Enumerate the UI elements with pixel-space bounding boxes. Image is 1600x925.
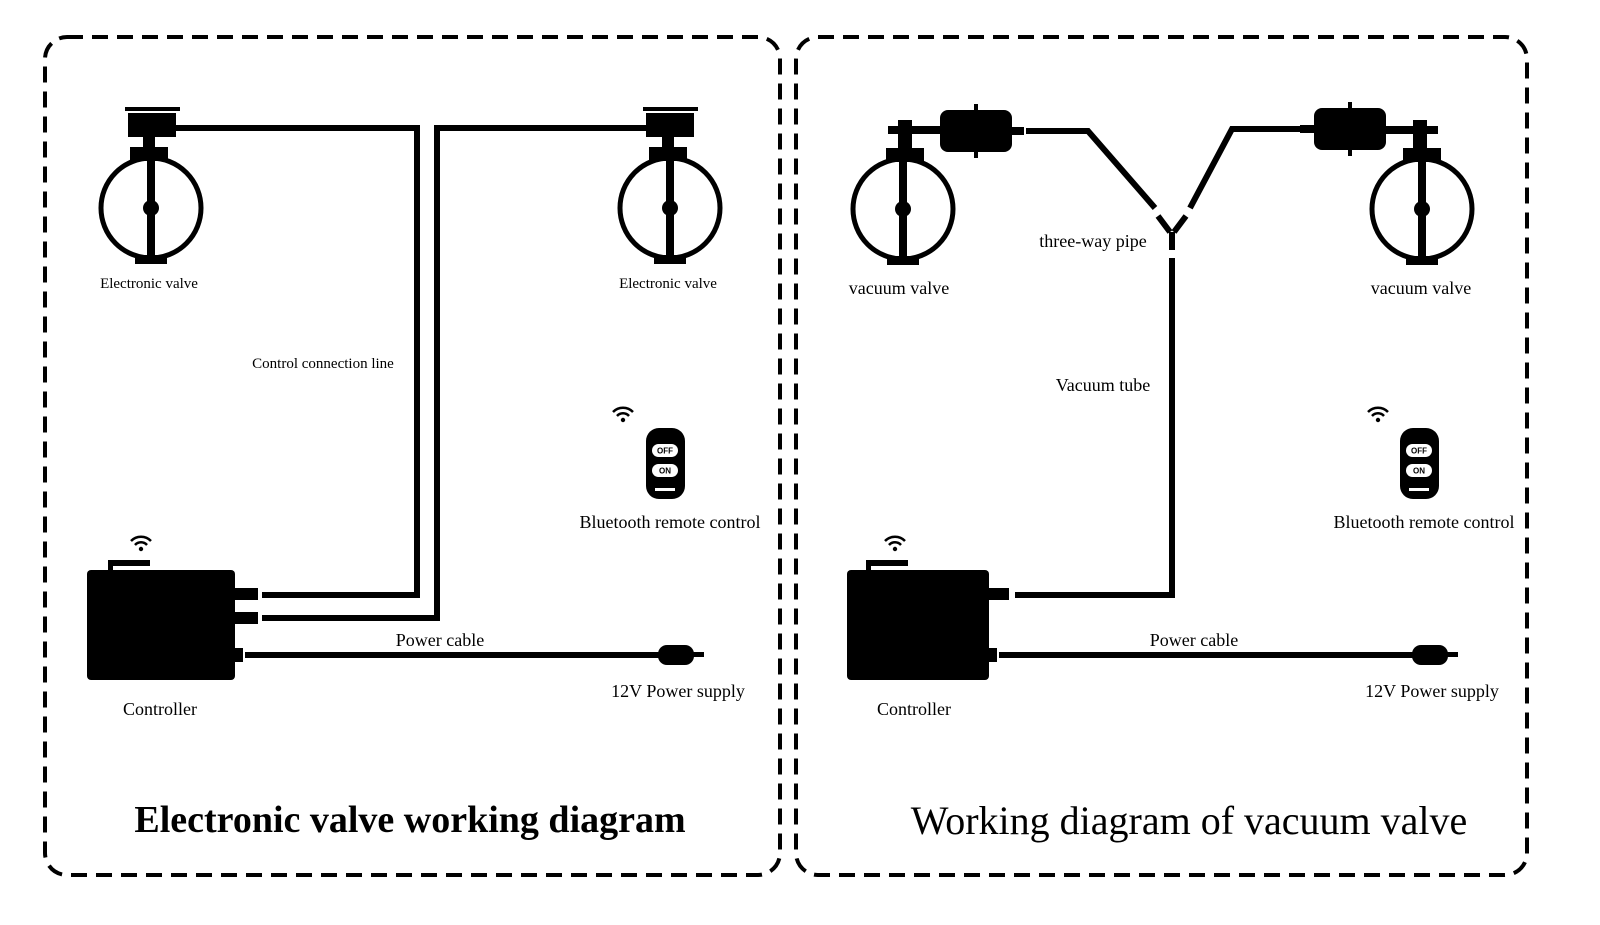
wifi-icon [130,535,152,552]
control-line-left-valve [176,125,420,598]
vacuum-tube-label: Vacuum tube [1056,375,1150,395]
power-plug-icon [658,645,704,665]
power-cable-label: Power cable [1150,630,1238,650]
controller-label: Controller [877,699,951,719]
left-panel: OFF ON Electronic valve Electronic valve… [43,35,782,877]
remote-on-button-label: ON [659,467,671,476]
bluetooth-remote-icon: OFF ON [646,428,685,499]
vacuum-tube [1015,126,1300,598]
vacuum-actuator-right-icon [1300,102,1386,156]
control-line-label: Control connection line [252,356,394,372]
wifi-icon [1367,406,1389,423]
three-way-pipe-icon [1155,214,1189,250]
left-panel-border [43,35,782,877]
valve-left-label: Electronic valve [100,276,198,292]
wifi-icon [612,406,634,423]
remote-off-button-label: OFF [657,447,673,456]
remote-label: Bluetooth remote control [1334,512,1515,532]
vacuum-valve-left-icon [850,120,956,265]
three-way-pipe-label: three-way pipe [1039,231,1146,251]
power-supply-label: 12V Power supply [1365,681,1499,701]
remote-off-button-label: OFF [1411,447,1427,456]
controller-box-right [847,560,1009,680]
electronic-valve-left-icon [98,107,204,264]
bluetooth-remote-icon: OFF ON [1400,428,1439,499]
vacuum-actuator-left-icon [940,104,1024,158]
remote-label: Bluetooth remote control [580,512,761,532]
controller-box-left [87,560,258,680]
remote-on-button-label: ON [1413,467,1425,476]
wifi-icon [884,535,906,552]
controller-label: Controller [123,699,197,719]
right-panel-title: Working diagram of vacuum valve [911,798,1468,843]
control-line-right-valve [262,125,646,621]
power-cable-label: Power cable [396,630,484,650]
left-panel-title: Electronic valve working diagram [134,799,685,841]
power-plug-icon [1412,645,1458,665]
right-panel: OFF ON vacuum valve vacuum valve three-w… [794,35,1529,877]
valve-right-label: Electronic valve [619,276,717,292]
electronic-valve-right-icon [617,107,723,264]
vacuum-valve-right-icon [1369,120,1475,265]
vacuum-valve-right-label: vacuum valve [1371,278,1471,298]
power-supply-label: 12V Power supply [611,681,745,701]
vacuum-valve-left-label: vacuum valve [849,278,949,298]
